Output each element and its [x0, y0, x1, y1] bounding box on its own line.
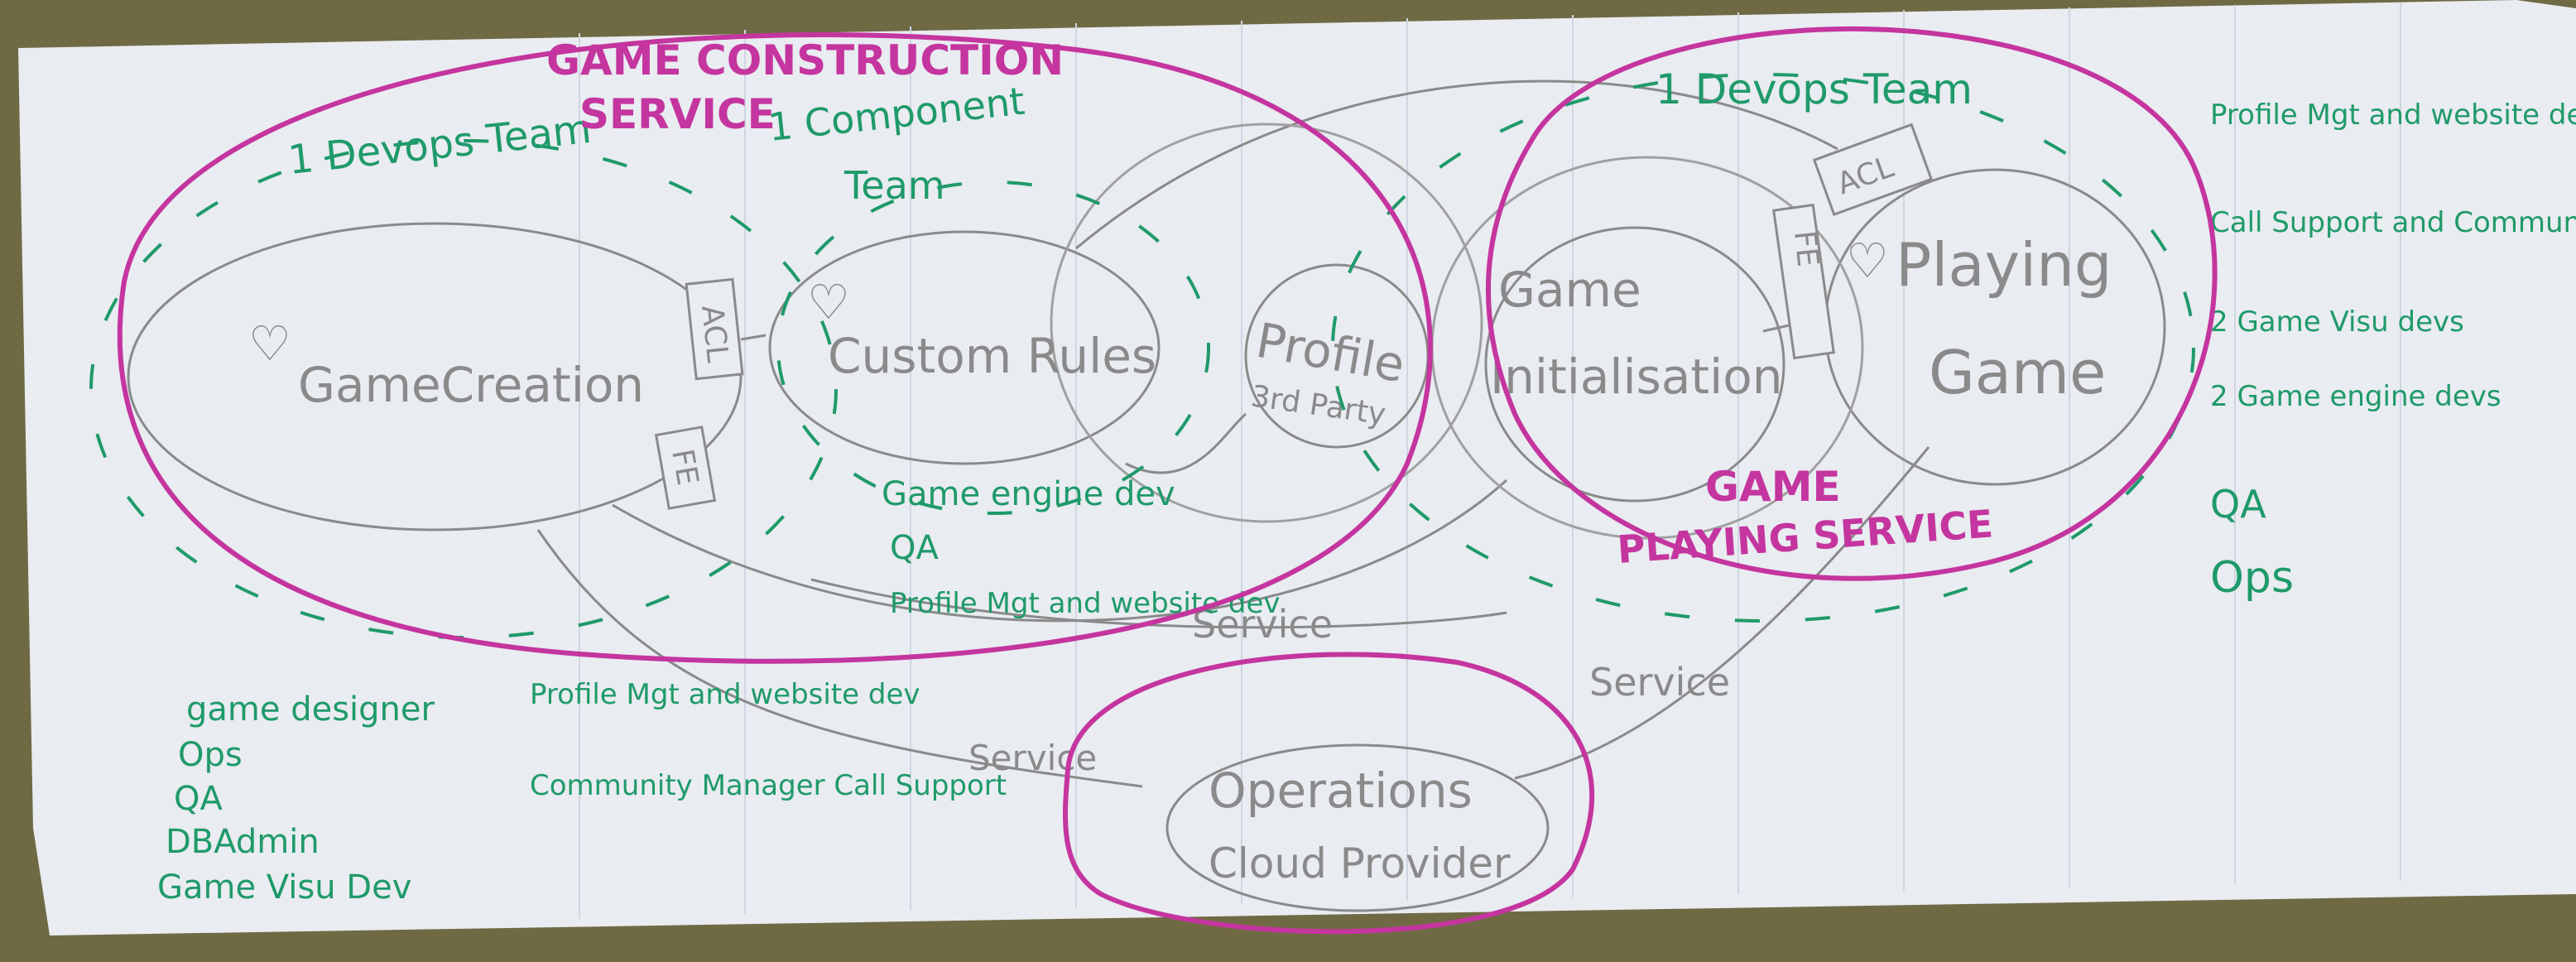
context-custom-rules [768, 230, 1161, 465]
role-item: Game Visu Dev [157, 868, 411, 907]
context-game-init [1484, 226, 1785, 503]
label-service-1: Service [1192, 602, 1333, 647]
context-game-creation [127, 222, 743, 532]
roles-right: Profile Mgt and website dev Call Support… [2210, 99, 2576, 603]
role-item: Profile Mgt and website dev [2210, 99, 2576, 132]
boundary-game-playing [1486, 26, 2218, 581]
context-operations [1165, 743, 1550, 912]
role-item: Profile Mgt and website dev [530, 678, 920, 711]
roles-left-col2: Profile Mgt and website dev Community Ma… [530, 678, 1007, 802]
title-game-construction-1: GAME CONSTRUCTION [546, 36, 1064, 84]
context-rules-profile-wrap [1050, 123, 1483, 523]
role-item: Ops [178, 736, 243, 774]
label-playing-1: Playing [1896, 230, 2112, 300]
role-item: Community Manager Call Support [530, 769, 1007, 802]
team-rings [89, 73, 2195, 639]
label-custom-rules: Custom Rules [828, 328, 1156, 384]
title-game-playing-1: GAME [1705, 463, 1841, 511]
fe-label-left: FE [665, 446, 704, 488]
connection-lines [536, 79, 1930, 788]
role-item: Game engine dev [882, 475, 1175, 513]
role-item: 2 Game Visu devs [2210, 305, 2464, 339]
link-profile-to-service [810, 578, 1507, 629]
label-game-init-2: Initialisation [1490, 349, 1782, 405]
role-item: DBAdmin [166, 823, 320, 861]
boundary-game-construction [117, 32, 1433, 664]
link-creation-to-operations [536, 529, 1143, 788]
acl-label-left: ACL [694, 304, 734, 364]
role-item: 2 Game engine devs [2210, 380, 2502, 413]
title-game-construction-2: SERVICE [579, 90, 776, 138]
role-item: QA [174, 780, 223, 818]
boundary-operations [1062, 652, 1595, 935]
paper-sheet [18, 0, 2576, 936]
heart-icon: ♡ [1846, 233, 1889, 289]
label-devops-team-right: 1 Devops Team [1656, 65, 1973, 113]
acl-markers [654, 123, 1934, 510]
role-item: QA [2210, 482, 2266, 527]
role-item: game designer [186, 690, 435, 729]
link-profile-to-rules [1125, 412, 1247, 474]
service-boundaries [117, 26, 2218, 935]
role-item: Call Support and Community Mgr [2210, 206, 2576, 239]
link-creation-to-rules [740, 334, 767, 341]
label-operations-2: Cloud Provider [1209, 839, 1511, 887]
role-item: Ops [2210, 553, 2294, 603]
heart-icon: ♡ [248, 315, 291, 372]
link-creation-to-initialisation [612, 479, 1508, 623]
link-rules-to-playing [1075, 79, 1838, 250]
label-playing-2: Game [1929, 338, 2106, 407]
link-playing-to-operations [1514, 446, 1930, 780]
label-operations-1: Operations [1209, 762, 1473, 819]
role-item: QA [890, 529, 939, 567]
fe-label-right: FE [1787, 229, 1824, 269]
context-ellipses [127, 123, 2166, 912]
label-game-init-1: Game [1498, 262, 1641, 318]
label-component-team-2: Team [843, 163, 945, 208]
label-game-creation: GameCreation [298, 357, 644, 413]
roles-left-col1: game designer Ops QA DBAdmin Game Visu D… [157, 690, 435, 907]
heart-icon: ♡ [807, 274, 850, 330]
ruled-lines [579, 2, 2401, 919]
label-service-2: Service [1589, 660, 1730, 705]
